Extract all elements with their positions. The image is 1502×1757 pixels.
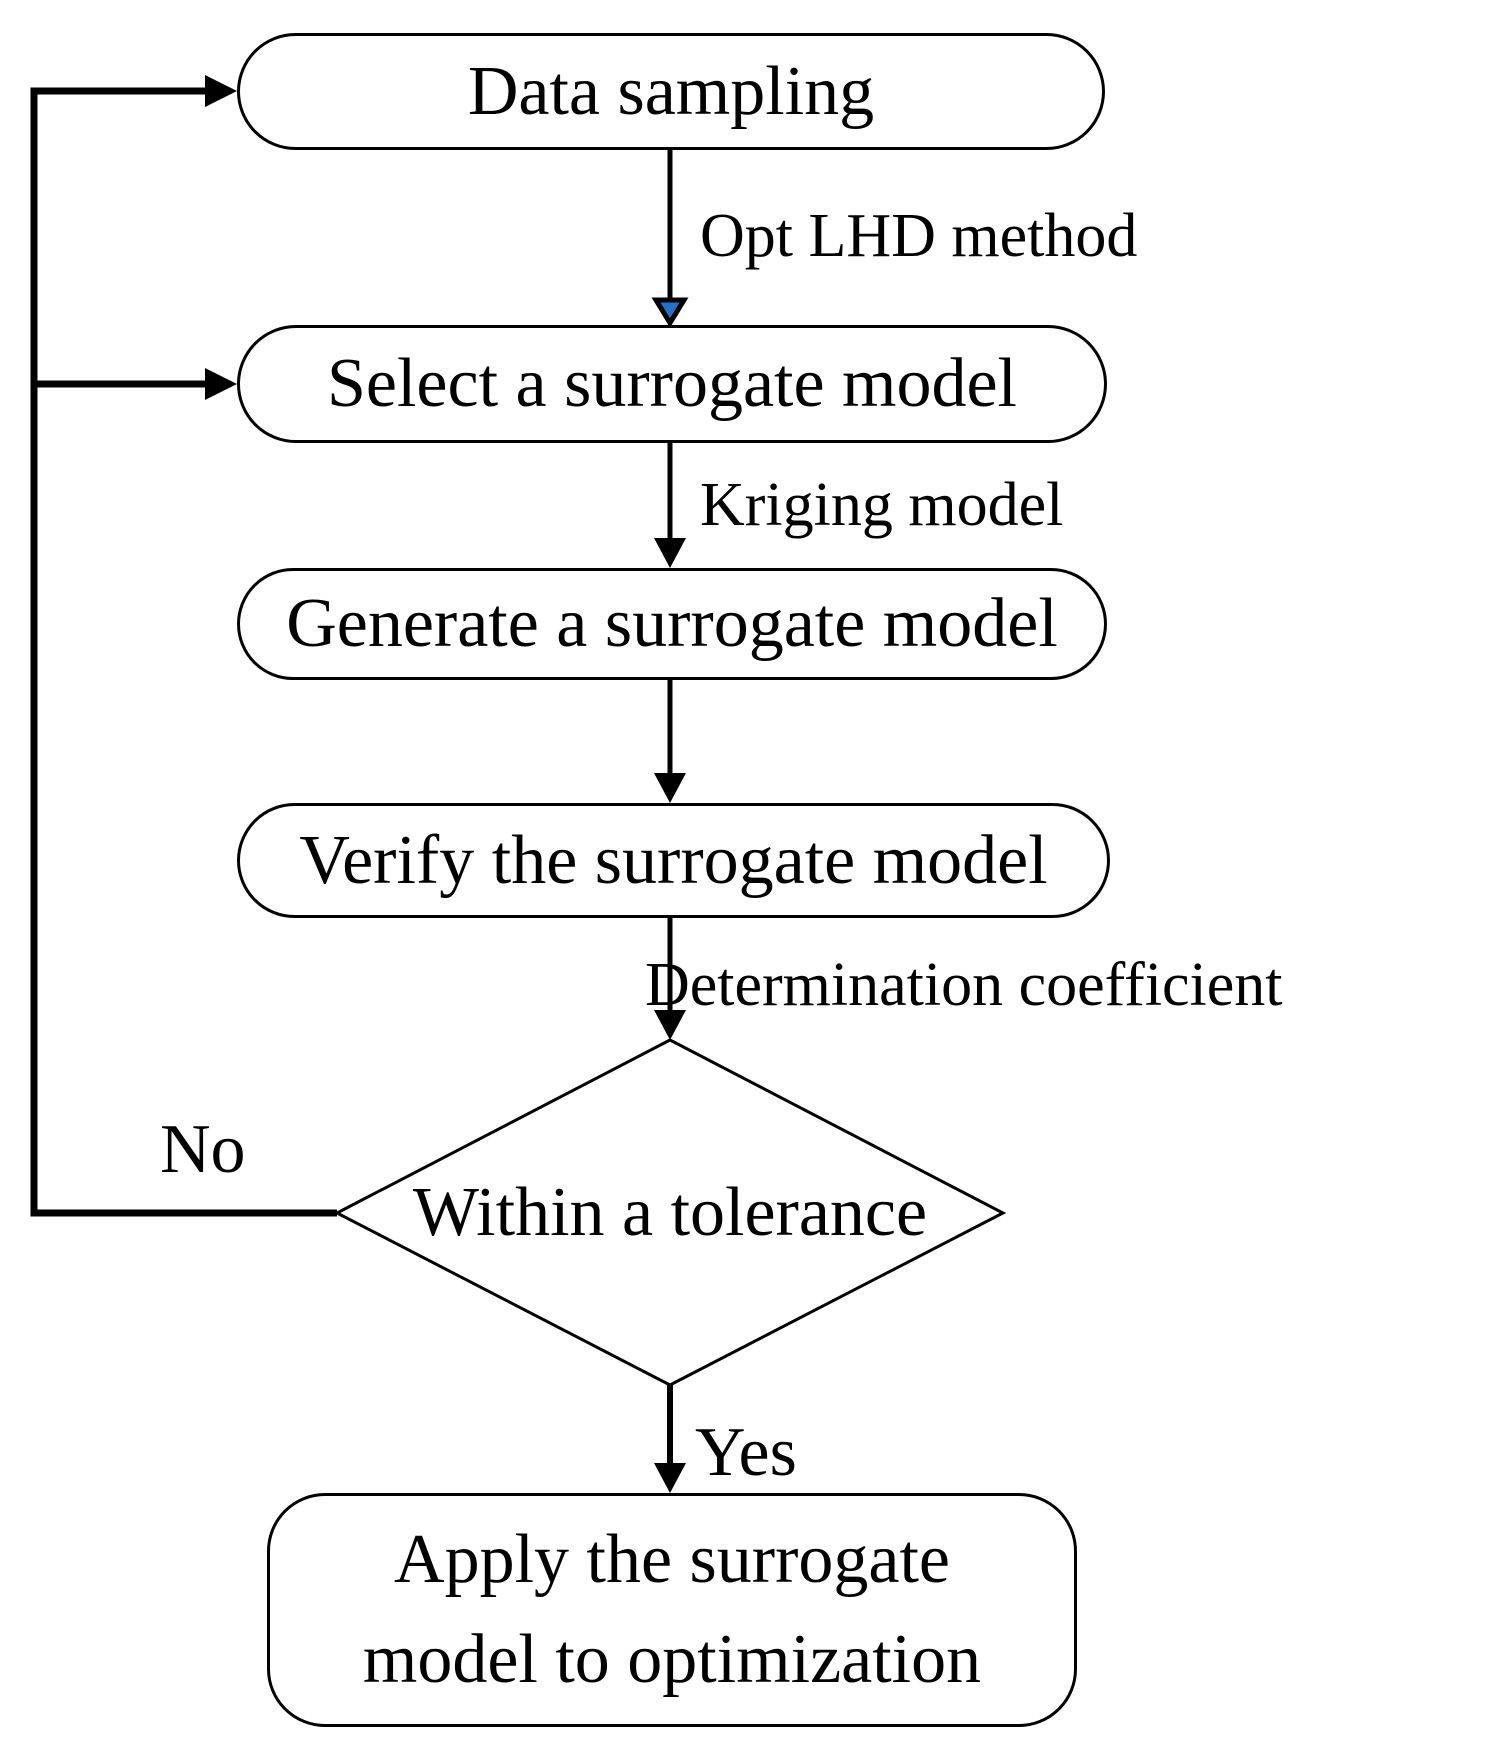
edge-label-opt-lhd-method: Opt LHD method	[700, 202, 1138, 270]
node-select-surrogate-model-label: Select a surrogate model	[326, 345, 1018, 422]
node-apply-surrogate-model-label: Apply the surrogate model to optimizatio…	[362, 1521, 982, 1698]
node-data-sampling: Data sampling	[237, 33, 1105, 150]
within-tolerance-text: Within a tolerance	[412, 1174, 928, 1251]
node-generate-surrogate-model-label: Generate a surrogate model	[286, 585, 1058, 662]
arrowhead-into-generate-model-icon	[654, 538, 686, 568]
node-apply-surrogate-model: Apply the surrogate model to optimizatio…	[267, 1493, 1077, 1727]
blue-arrowhead-into-select-model-icon	[651, 297, 689, 328]
arrowhead-into-select-model-left-icon	[205, 368, 237, 400]
edge-label-no: No	[160, 1111, 246, 1188]
node-data-sampling-label: Data sampling	[467, 52, 875, 130]
arrowhead-into-decision-icon	[654, 1010, 686, 1040]
edge-label-yes: Yes	[695, 1414, 797, 1491]
arrowhead-into-data-sampling-icon	[205, 75, 237, 107]
arrowhead-into-apply-model-icon	[654, 1463, 686, 1493]
node-verify-surrogate-model: Verify the surrogate model	[237, 803, 1110, 918]
no-feedback-path	[30, 87, 337, 1217]
edge-label-determination-coefficient: Determination coefficient	[645, 951, 1283, 1019]
node-select-surrogate-model: Select a surrogate model	[237, 325, 1107, 443]
arrowhead-into-verify-model-icon	[654, 773, 686, 803]
node-verify-surrogate-model-label: Verify the surrogate model	[299, 821, 1048, 899]
edge-label-kriging-model: Kriging model	[700, 471, 1064, 539]
node-generate-surrogate-model: Generate a surrogate model	[237, 568, 1107, 680]
node-within-tolerance-label: Within a tolerance	[335, 1177, 1005, 1249]
